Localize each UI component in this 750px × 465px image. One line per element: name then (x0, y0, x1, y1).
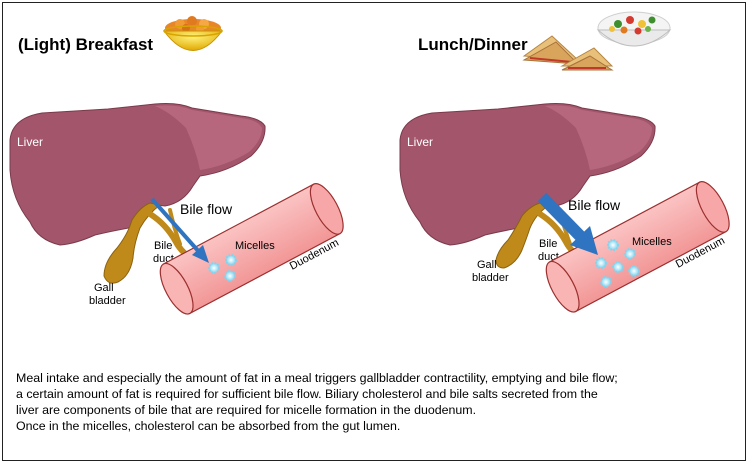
duodenum (545, 181, 730, 313)
panel-lunch-dinner: Lunch/Dinner Liver (399, 11, 730, 313)
liver (399, 103, 656, 246)
micelles (208, 254, 237, 282)
caption-line: Meal intake and especially the amount of… (16, 371, 618, 385)
caption-line: Once in the micelles, cholesterol can be… (16, 419, 401, 433)
caption-line: a certain amount of fat is required for … (16, 387, 598, 401)
liver-label: Liver (17, 135, 43, 149)
cereal-bowl-icon (163, 16, 223, 51)
bile-flow-arrow (150, 197, 209, 263)
figure-caption: Meal intake and especially the amount of… (16, 370, 736, 434)
bile-duct-label: Bile (539, 238, 557, 250)
duodenum (159, 183, 344, 315)
liver: Liver (9, 103, 266, 246)
panel-heading: Lunch/Dinner (418, 35, 528, 54)
panel-breakfast: (Light) Breakfast Liver Gall bladder Bil… (9, 16, 344, 315)
panel-heading: (Light) Breakfast (18, 35, 153, 54)
gallbladder-label: Gall (477, 259, 497, 271)
micelles-label: Micelles (235, 240, 275, 252)
micelles (595, 239, 640, 288)
gallbladder-label: bladder (472, 272, 509, 284)
bile-flow-arrow (537, 192, 598, 255)
gallbladder (103, 202, 193, 284)
bile-flow-label: Bile flow (180, 201, 233, 217)
caption-line: liver are components of bile that are re… (16, 403, 477, 417)
salad-bowl-icon (596, 11, 672, 47)
liver-label: Liver (407, 135, 433, 149)
sandwich-icon (522, 35, 614, 71)
bile-duct-label: Bile (154, 240, 172, 252)
micelles-label: Micelles (632, 236, 672, 248)
gallbladder-label: Gall (94, 282, 114, 294)
gallbladder-label: bladder (89, 295, 126, 307)
bile-flow-label: Bile flow (568, 197, 621, 213)
